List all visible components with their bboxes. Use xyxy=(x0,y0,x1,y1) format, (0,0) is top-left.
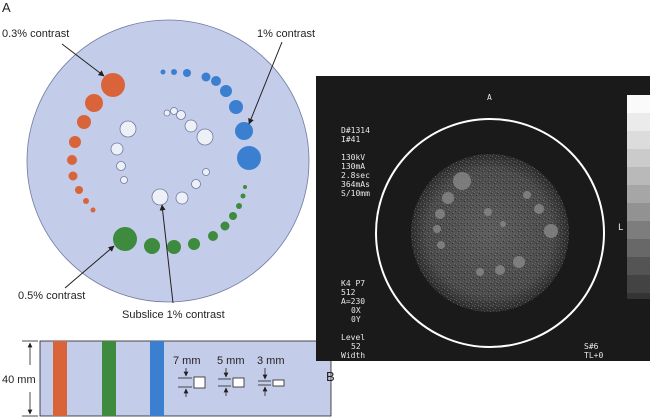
blue-insert-insert xyxy=(160,69,166,75)
subslice-insert-insert xyxy=(170,107,178,115)
arrow-0-5-contrast xyxy=(64,245,115,289)
panel-b-letter: B xyxy=(326,369,335,384)
subslice-insert-insert xyxy=(119,120,137,138)
ct-param-kv: 130kV xyxy=(341,153,365,162)
ct-param-sec: 2.8sec xyxy=(341,171,370,180)
orange-insert-insert xyxy=(90,207,96,213)
subslice-insert-insert xyxy=(191,179,201,189)
orange-insert-insert xyxy=(69,136,81,148)
ct-table-position: TL+0 xyxy=(584,351,603,360)
blue-insert-insert xyxy=(229,100,243,114)
arrow-1-contrast xyxy=(248,41,283,125)
subslice-insert-group xyxy=(110,107,214,206)
subslice-insert-insert xyxy=(163,109,171,117)
glyph-7mm xyxy=(178,368,206,397)
ct-series-number: S#6 xyxy=(584,342,599,351)
ct-window-level-value: 52 xyxy=(351,342,361,351)
glyph-3mm xyxy=(258,368,285,396)
ct-recon-fov: A=230 xyxy=(341,297,365,306)
subslice-insert-insert xyxy=(184,119,198,133)
insert-groups xyxy=(67,69,261,254)
blue-insert-insert xyxy=(201,72,211,82)
arrow-subslice-contrast xyxy=(159,204,174,304)
subslice-insert-insert xyxy=(202,168,210,176)
blue-insert-insert xyxy=(171,69,177,75)
green-insert-insert xyxy=(220,221,230,231)
subslice-insert-insert xyxy=(151,188,169,206)
green-insert-insert xyxy=(144,238,160,254)
blue-insert-insert xyxy=(220,85,232,97)
blue-insert-insert xyxy=(235,122,253,140)
ct-window-level-label: Level xyxy=(341,333,365,342)
ct-param-mas: 364mAs xyxy=(341,180,370,189)
ct-top-marker: A xyxy=(487,93,492,102)
phantom-disk xyxy=(26,19,310,303)
orange-insert-insert xyxy=(83,198,89,204)
orange-insert-insert xyxy=(67,155,77,165)
arrow-0-3-contrast xyxy=(61,43,105,77)
slab-side-view xyxy=(39,340,332,417)
ct-header-line-2: I#41 xyxy=(341,135,360,144)
label-0-3-contrast: 0.3% contrast xyxy=(2,28,69,40)
subslice-insert-insert xyxy=(116,161,126,171)
blue-insert-insert xyxy=(237,146,261,170)
ct-header-line-1: D#1314 xyxy=(341,126,370,135)
orange-insert-insert xyxy=(75,186,83,194)
green-insert-group xyxy=(113,185,247,254)
ct-recon-x: 0X xyxy=(351,306,361,315)
label-0-5-contrast: 0.5% contrast xyxy=(18,290,85,302)
panel-a-letter: A xyxy=(2,0,11,15)
subslice-insert-insert xyxy=(176,110,186,120)
grayscale-bar xyxy=(627,95,650,299)
ct-recon-kernel: K4 P7 xyxy=(341,279,365,288)
subslice-insert-insert xyxy=(120,176,128,184)
subslice-insert-insert xyxy=(175,191,189,205)
orange-insert-group xyxy=(67,73,125,213)
label-1-contrast: 1% contrast xyxy=(257,28,315,40)
rod-0-5-contrast xyxy=(102,341,116,416)
ct-recon-matrix: 512 xyxy=(341,288,356,297)
green-insert-insert xyxy=(208,231,218,241)
orange-insert-insert xyxy=(85,94,103,112)
size-label-5mm: 5 mm xyxy=(217,355,245,367)
orange-insert-insert xyxy=(77,115,91,129)
green-insert-insert xyxy=(113,227,137,251)
ct-visible-inserts xyxy=(433,172,558,276)
label-subslice-contrast: Subslice 1% contrast xyxy=(122,309,225,321)
blue-insert-insert xyxy=(183,69,191,77)
green-insert-insert xyxy=(229,212,237,220)
blue-insert-group xyxy=(160,69,261,170)
subslice-insert-insert xyxy=(110,142,124,156)
ct-side-marker: L xyxy=(618,223,623,233)
ct-window-width-label: Width xyxy=(341,351,365,360)
slab-height-label: 40 mm xyxy=(2,374,36,386)
ct-param-slice: S/10mm xyxy=(341,189,370,198)
size-label-7mm: 7 mm xyxy=(173,355,201,367)
green-insert-insert xyxy=(236,203,242,209)
size-label-3mm: 3 mm xyxy=(257,355,285,367)
rod-0-3-contrast xyxy=(53,341,67,416)
glyph-5mm xyxy=(218,368,245,396)
ct-outer-ring xyxy=(375,118,605,348)
orange-insert-insert xyxy=(101,73,125,97)
subslice-insert-insert xyxy=(196,128,214,146)
green-insert-insert xyxy=(240,193,246,199)
ct-param-ma: 130mA xyxy=(341,162,365,171)
green-insert-insert xyxy=(188,238,200,250)
green-insert-insert xyxy=(167,240,181,254)
blue-insert-insert xyxy=(211,76,221,86)
rod-1-contrast xyxy=(150,341,164,416)
green-insert-insert xyxy=(243,185,247,189)
ct-recon-y: 0Y xyxy=(351,315,361,324)
orange-insert-insert xyxy=(68,171,78,181)
